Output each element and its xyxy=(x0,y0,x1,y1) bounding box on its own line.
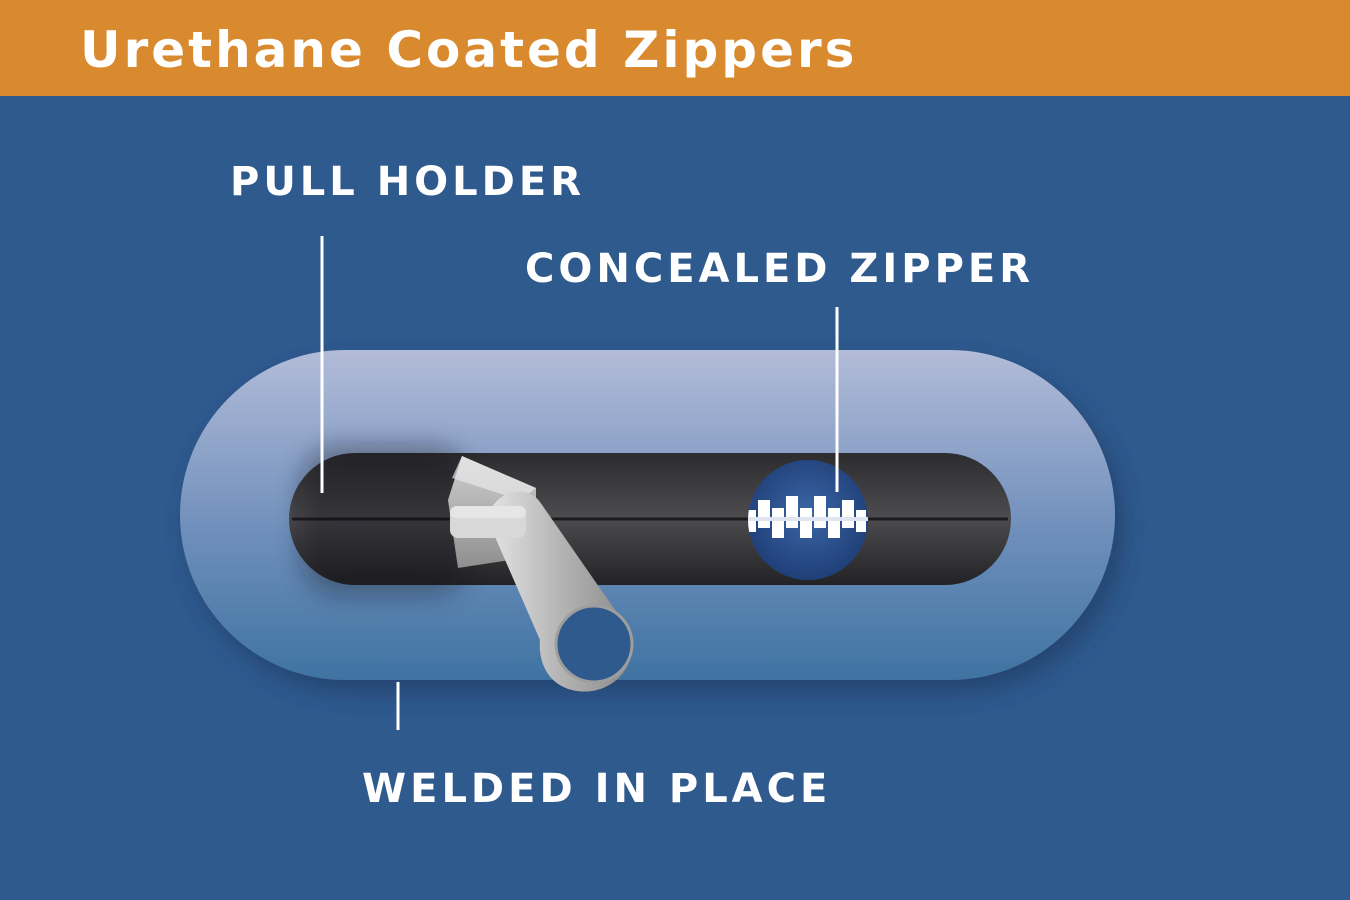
header-bar: Urethane Coated Zippers xyxy=(0,0,1350,96)
callout-pull-holder: PULL HOLDER xyxy=(230,159,585,205)
callout-concealed-zipper: CONCEALED ZIPPER xyxy=(525,246,1035,292)
pull-holder-shadow xyxy=(300,445,470,595)
zipper-pull-tab xyxy=(450,491,634,692)
zipper-teeth xyxy=(748,496,868,538)
page-title: Urethane Coated Zippers xyxy=(80,21,858,79)
callout-welded-in-place: WELDED IN PLACE xyxy=(362,766,832,812)
